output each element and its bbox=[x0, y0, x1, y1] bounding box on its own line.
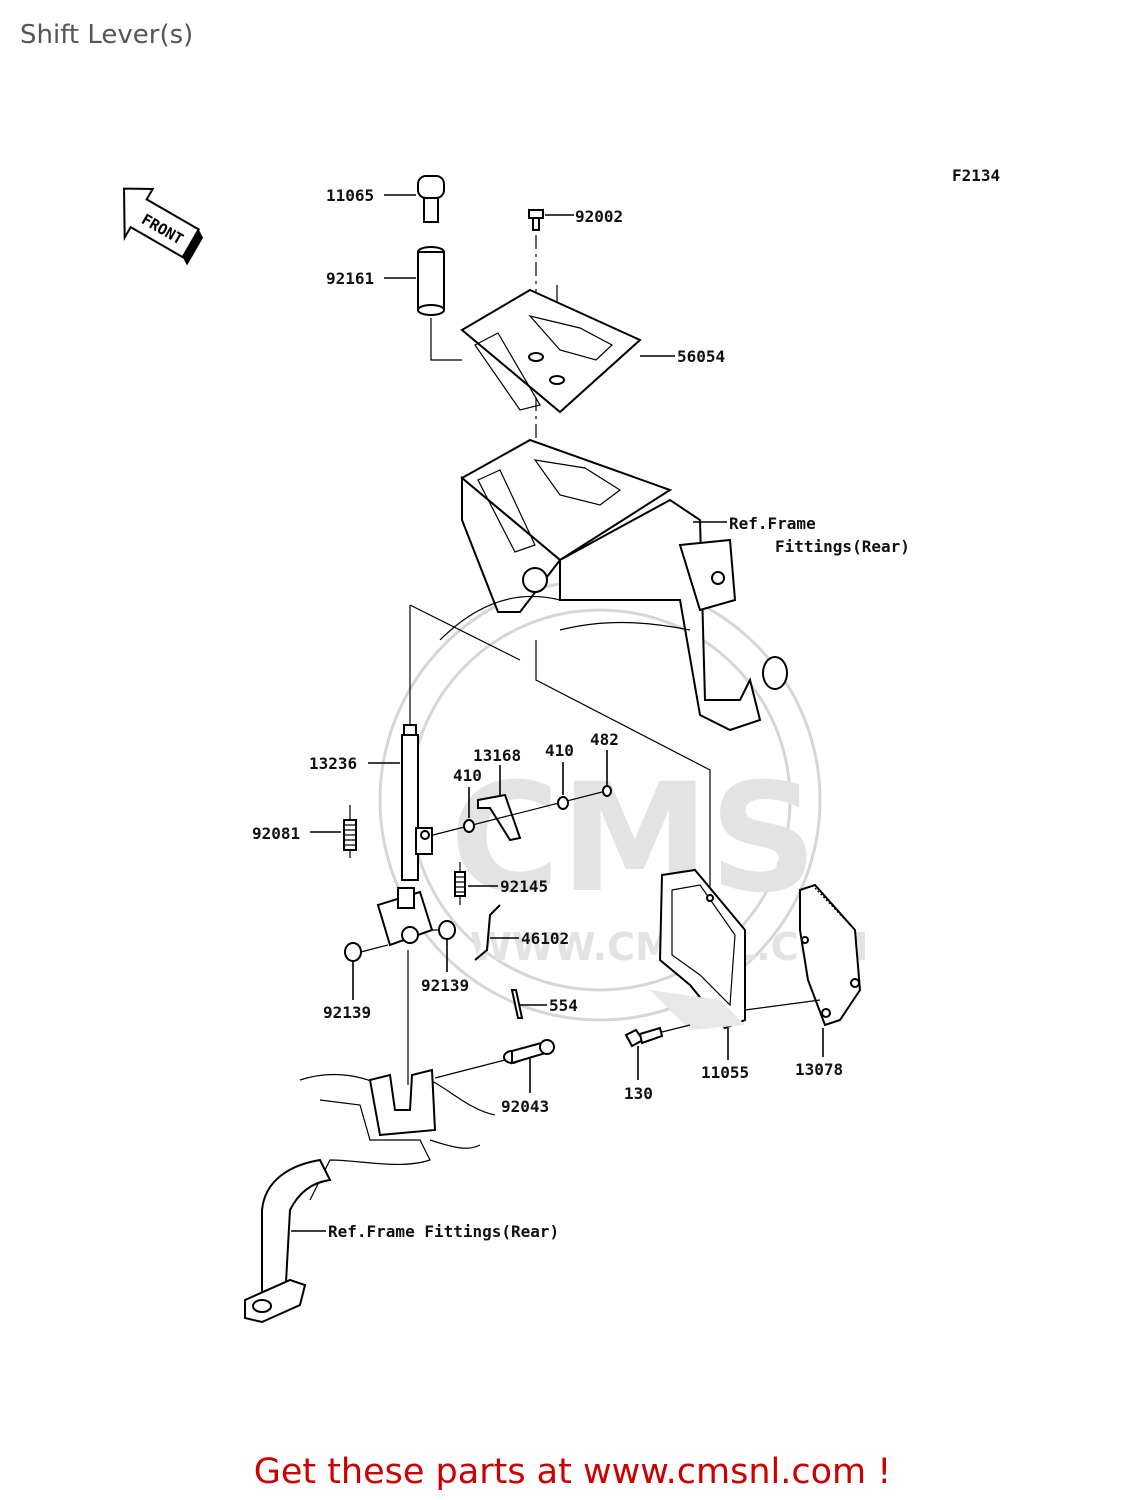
spring-right-part bbox=[454, 862, 466, 905]
pivot-pin-part bbox=[503, 1039, 555, 1065]
pivot-block-part bbox=[376, 887, 434, 947]
callout-13236: 13236 bbox=[309, 754, 357, 773]
callout-554: 554 bbox=[549, 996, 578, 1015]
callout-92145: 92145 bbox=[500, 877, 548, 896]
callout-11065: 11065 bbox=[326, 186, 374, 205]
callout-130: 130 bbox=[624, 1084, 653, 1103]
spring-left-part bbox=[343, 805, 357, 858]
callout-13168: 13168 bbox=[473, 746, 521, 765]
callout-92139-right: 92139 bbox=[421, 976, 469, 995]
bushing-right-part bbox=[438, 920, 456, 940]
callout-410-b: 410 bbox=[545, 741, 574, 760]
screw-part bbox=[528, 209, 544, 231]
page-title: Shift Lever(s) bbox=[20, 20, 194, 50]
callout-56054: 56054 bbox=[677, 347, 725, 366]
figure-code: F2134 bbox=[952, 166, 1000, 185]
callout-11055: 11055 bbox=[701, 1063, 749, 1082]
callout-ref-frame-bottom: Ref.Frame Fittings(Rear) bbox=[328, 1222, 559, 1241]
front-arrow-icon: FRONT bbox=[123, 187, 204, 266]
callout-46102: 46102 bbox=[521, 929, 569, 948]
knob-bolt-part bbox=[417, 175, 445, 223]
callout-92081: 92081 bbox=[252, 824, 300, 843]
callout-92161: 92161 bbox=[326, 269, 374, 288]
callout-92002: 92002 bbox=[575, 207, 623, 226]
callout-ref-frame-line1: Ref.Frame bbox=[729, 514, 816, 533]
sector-plate-part bbox=[799, 883, 862, 1027]
callout-410-a: 410 bbox=[453, 766, 482, 785]
callout-13078: 13078 bbox=[795, 1060, 843, 1079]
watermark-logo-text: CMS bbox=[450, 752, 817, 926]
watermark: CMS WWW.CMSNL.COM bbox=[378, 578, 869, 1022]
shift-lever-shaft-part bbox=[401, 724, 419, 881]
callout-92043: 92043 bbox=[501, 1097, 549, 1116]
footer-promo-text: Get these parts at www.cmsnl.com ! bbox=[253, 1452, 892, 1492]
shift-gate-plate-part bbox=[460, 288, 642, 414]
bushing-left-part bbox=[344, 942, 362, 962]
callout-482: 482 bbox=[590, 730, 619, 749]
cover-plate-part bbox=[650, 868, 746, 1030]
collar-part bbox=[417, 246, 445, 316]
bolt-part bbox=[624, 1026, 664, 1048]
frame-bracket-part bbox=[439, 438, 788, 732]
callout-92139-left: 92139 bbox=[323, 1003, 371, 1022]
link-arm-part bbox=[415, 785, 612, 855]
callout-ref-frame-line2: Fittings(Rear) bbox=[775, 537, 910, 556]
frame-bottom-part bbox=[244, 1068, 496, 1324]
